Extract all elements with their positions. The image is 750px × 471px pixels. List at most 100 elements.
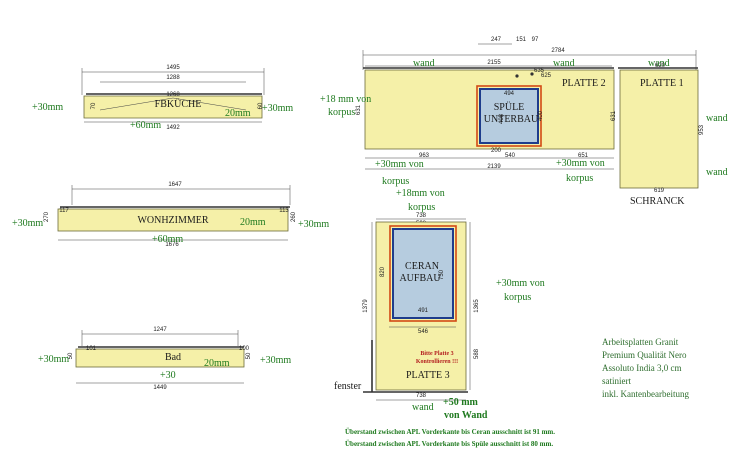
platte3-top-note-2: korpus (408, 202, 435, 213)
ceran-label-1: CERAN (405, 261, 439, 272)
kueche-front: +60mm (130, 120, 161, 131)
kueche-dim-second: 1288 (166, 75, 180, 81)
platte3-name: PLATTE 3 (406, 370, 450, 381)
wohnzimmer-dim-bottom: 1676 (165, 242, 179, 248)
ceran-outline (389, 225, 457, 322)
platte3-panel: +18mm von korpus 738 508 CERAN AUFBAU 82… (334, 188, 545, 421)
platte3-dim-right: 1365 (474, 299, 480, 313)
platte1-side-2: wand (706, 167, 728, 178)
platte2-top-right: wand (553, 58, 575, 69)
kueche-slab (83, 95, 263, 119)
wohnzimmer-side-left: +30mm (12, 218, 43, 229)
kueche-dim-top: 1495 (166, 65, 180, 71)
platte2-dim-97: 97 (532, 37, 539, 43)
wohnzimmer-name: WONHZIMMER (137, 215, 208, 226)
bad-front: +30 (160, 370, 176, 381)
bad-side-right: +30mm (260, 355, 291, 366)
platte2-bottom-right-2: korpus (566, 173, 593, 184)
platte1-name: PLATTE 1 (640, 78, 684, 89)
platte2-bottom-right-1: +30mm von (556, 158, 605, 169)
wohnzimmer-dim-left-a: 117 (59, 208, 69, 214)
wohnzimmer-panel: 1647 WONHZIMMER 20mm 117 270 113 260 167… (12, 182, 329, 248)
platte3-right-note-1: +30mm von (496, 278, 545, 289)
wohnzimmer-front: +60mm (152, 234, 183, 245)
platte2-dim-494: 494 (504, 91, 515, 97)
platte3-dim-546: 546 (418, 329, 429, 335)
bad-panel: 1247 Bad 20mm 101 50 100 50 1449 +30mm +… (38, 327, 291, 391)
kueche-dim-inner: 1268 (166, 92, 180, 98)
bad-dim-left-a: 101 (86, 346, 97, 352)
platte3-von-wand: von Wand (444, 410, 488, 421)
platte1-top-label: wand (648, 58, 670, 69)
info-line: Arbeitsplatten Granit (602, 337, 679, 347)
platte3-wand: wand (412, 402, 434, 413)
platte3-dim-bottom: 738 (416, 393, 427, 399)
platte1-dim-right: 953 (699, 124, 705, 135)
sink-label-1: SPÜLE (494, 101, 525, 113)
platte3-right-note-2: korpus (504, 292, 531, 303)
kueche-side-right: +30mm (262, 103, 293, 114)
kueche-dim-right: 60 (258, 102, 264, 109)
platte3-plus50: +50 mm (443, 397, 479, 408)
bad-dim-right-a: 100 (239, 346, 250, 352)
bad-thickness: 20mm (204, 358, 230, 369)
platte2-dim-151: 151 (516, 37, 527, 43)
platte1-panel: wand 620 PLATTE 1 631 953 wand wand 619 … (611, 58, 728, 207)
ceran-label-2: AUFBAU (399, 273, 441, 284)
platte2-left-note-2: korpus (328, 107, 355, 118)
wohnzimmer-side-right: +30mm (298, 219, 329, 230)
info-line: Assoluto India 3,0 cm (602, 363, 682, 373)
platte3-warn-1: Bitte Platte 3 (420, 351, 453, 357)
platte1-dim-top: 620 (655, 63, 666, 69)
platte3-dim-750: 750 (439, 269, 445, 280)
platte3-dim-top: 738 (416, 213, 427, 219)
platte2-dim-635: 635 (534, 68, 545, 74)
bad-name: Bad (165, 352, 181, 363)
overhang-notes: Überstand zwischen APL Vorderkante bis C… (345, 426, 555, 450)
platte2-name: PLATTE 2 (562, 78, 606, 89)
platte2-bottom-left-2: korpus (382, 176, 409, 187)
wohnzimmer-dim-right-b: 260 (291, 211, 297, 222)
platte2-bottom-left-1: +30mm von (375, 159, 424, 170)
sink-outline (476, 85, 542, 147)
platte1-dim-bottom: 619 (654, 188, 665, 194)
platte3-fenster: fenster (334, 381, 362, 392)
platte2-top-left: wand (413, 58, 435, 69)
kueche-panel: 1495 1288 1268 FBKÜCHE 20mm 70 60 1492 +… (32, 65, 293, 131)
platte2-dim-bottom: 2139 (487, 164, 501, 170)
platte2-dim-left: 963 (419, 153, 430, 159)
bad-dim-top: 1247 (153, 327, 167, 333)
bad-side-left: +30mm (38, 354, 69, 365)
platte2-dim-total: 2784 (551, 48, 565, 54)
kueche-thickness: 20mm (225, 108, 251, 119)
platte2-dim-400: 400 (538, 110, 544, 121)
sink-cutout (479, 88, 539, 144)
info-line: satiniert (602, 376, 631, 386)
wohnzimmer-dim-left-b: 270 (44, 211, 50, 222)
sink-label-2: UNTERBAU (484, 114, 539, 125)
platte2-dim-wand: 2155 (487, 60, 501, 66)
platte1-dim-left: 631 (611, 110, 617, 121)
info-line: Premium Qualität Nero (602, 350, 687, 360)
bad-dim-bottom: 1449 (153, 385, 167, 391)
platte2-dim-247: 247 (491, 37, 502, 43)
info-line: inkl. Kantenbearbeitung (602, 389, 689, 399)
platte2-panel: 2784 247 151 97 wand 2155 wand PLATTE 2 … (320, 37, 697, 187)
wohnzimmer-slab (57, 208, 289, 232)
bad-dim-left-b: 50 (68, 352, 74, 359)
kueche-side-left: +30mm (32, 102, 63, 113)
platte3-top-note-1: +18mm von (396, 188, 445, 199)
platte2-dim-540: 540 (505, 153, 516, 159)
bad-dim-right-b: 50 (246, 352, 252, 359)
platte3-dim-left: 1379 (363, 299, 369, 313)
platte2-dim-right: 651 (578, 153, 589, 159)
platte2-left-note-1: +18 mm von (320, 94, 371, 105)
note-line: Überstand zwischen APL Vorderkante bis C… (345, 428, 556, 436)
platte3-dim-820: 820 (380, 266, 386, 277)
material-info: Arbeitsplatten Granit Premium Qualität N… (602, 336, 742, 401)
kueche-name: FBKÜCHE (155, 98, 202, 110)
platte2-dim-625: 625 (541, 73, 552, 79)
platte3-warn-2: Kontrollieren !!! (416, 359, 458, 365)
platte1-bottom-label: SCHRANCK (630, 196, 685, 207)
